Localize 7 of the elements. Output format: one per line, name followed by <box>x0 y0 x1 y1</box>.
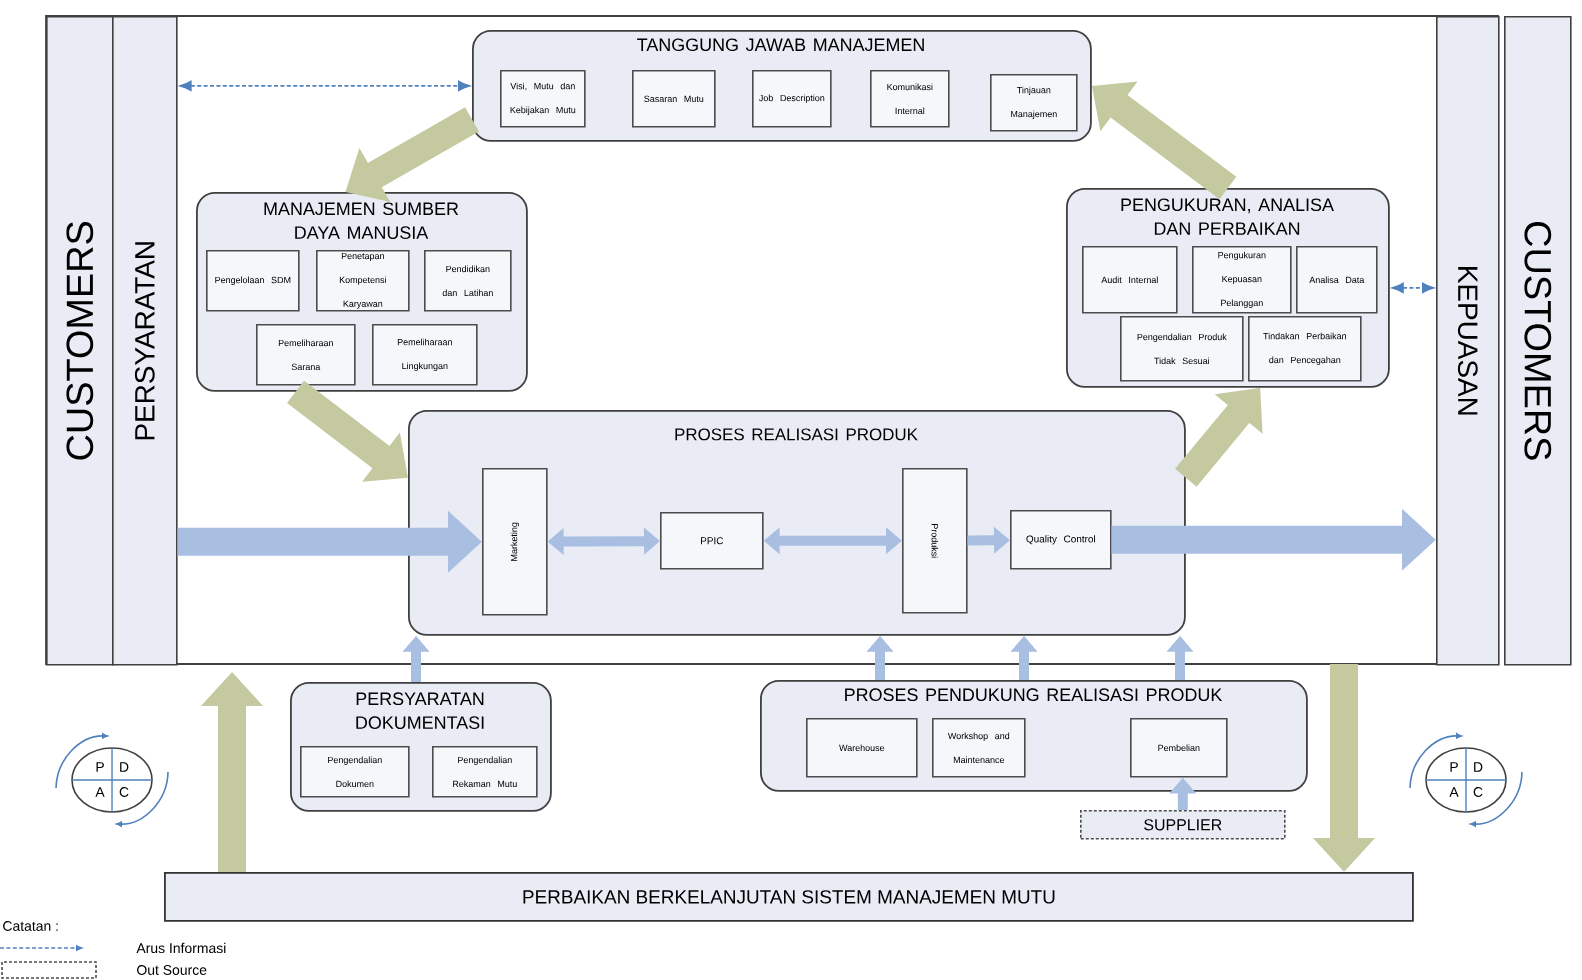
side-band: CUSTOMERS <box>1504 16 1572 666</box>
dashed-arrow <box>1391 282 1434 294</box>
side-band: PERSYARATAN <box>112 16 178 666</box>
process-bar: PERBAIKAN BERKELANJUTAN SISTEM MANAJEMEN MUTU <box>164 872 1414 922</box>
side-band: KEPUASAN <box>1436 16 1500 666</box>
dashed-arrow <box>179 80 470 92</box>
side-band: CUSTOMERS <box>46 16 114 666</box>
